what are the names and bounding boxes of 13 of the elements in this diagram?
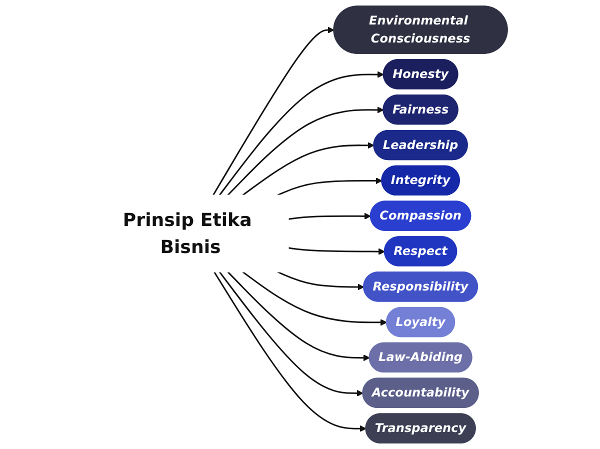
- arrow: [227, 106, 384, 196]
- arrow: [227, 271, 370, 362]
- arrow: [242, 271, 388, 326]
- arrow: [288, 212, 371, 220]
- node-text: Prinsip Etika Bisnis: [122, 209, 252, 258]
- arrow: [277, 271, 364, 290]
- arrow: [218, 71, 384, 196]
- arrow: [214, 272, 366, 432]
- arrow: [277, 177, 382, 196]
- arrow: [288, 247, 386, 255]
- arrow: [218, 272, 364, 397]
- arrow: [242, 142, 374, 196]
- arrow: [212, 26, 334, 196]
